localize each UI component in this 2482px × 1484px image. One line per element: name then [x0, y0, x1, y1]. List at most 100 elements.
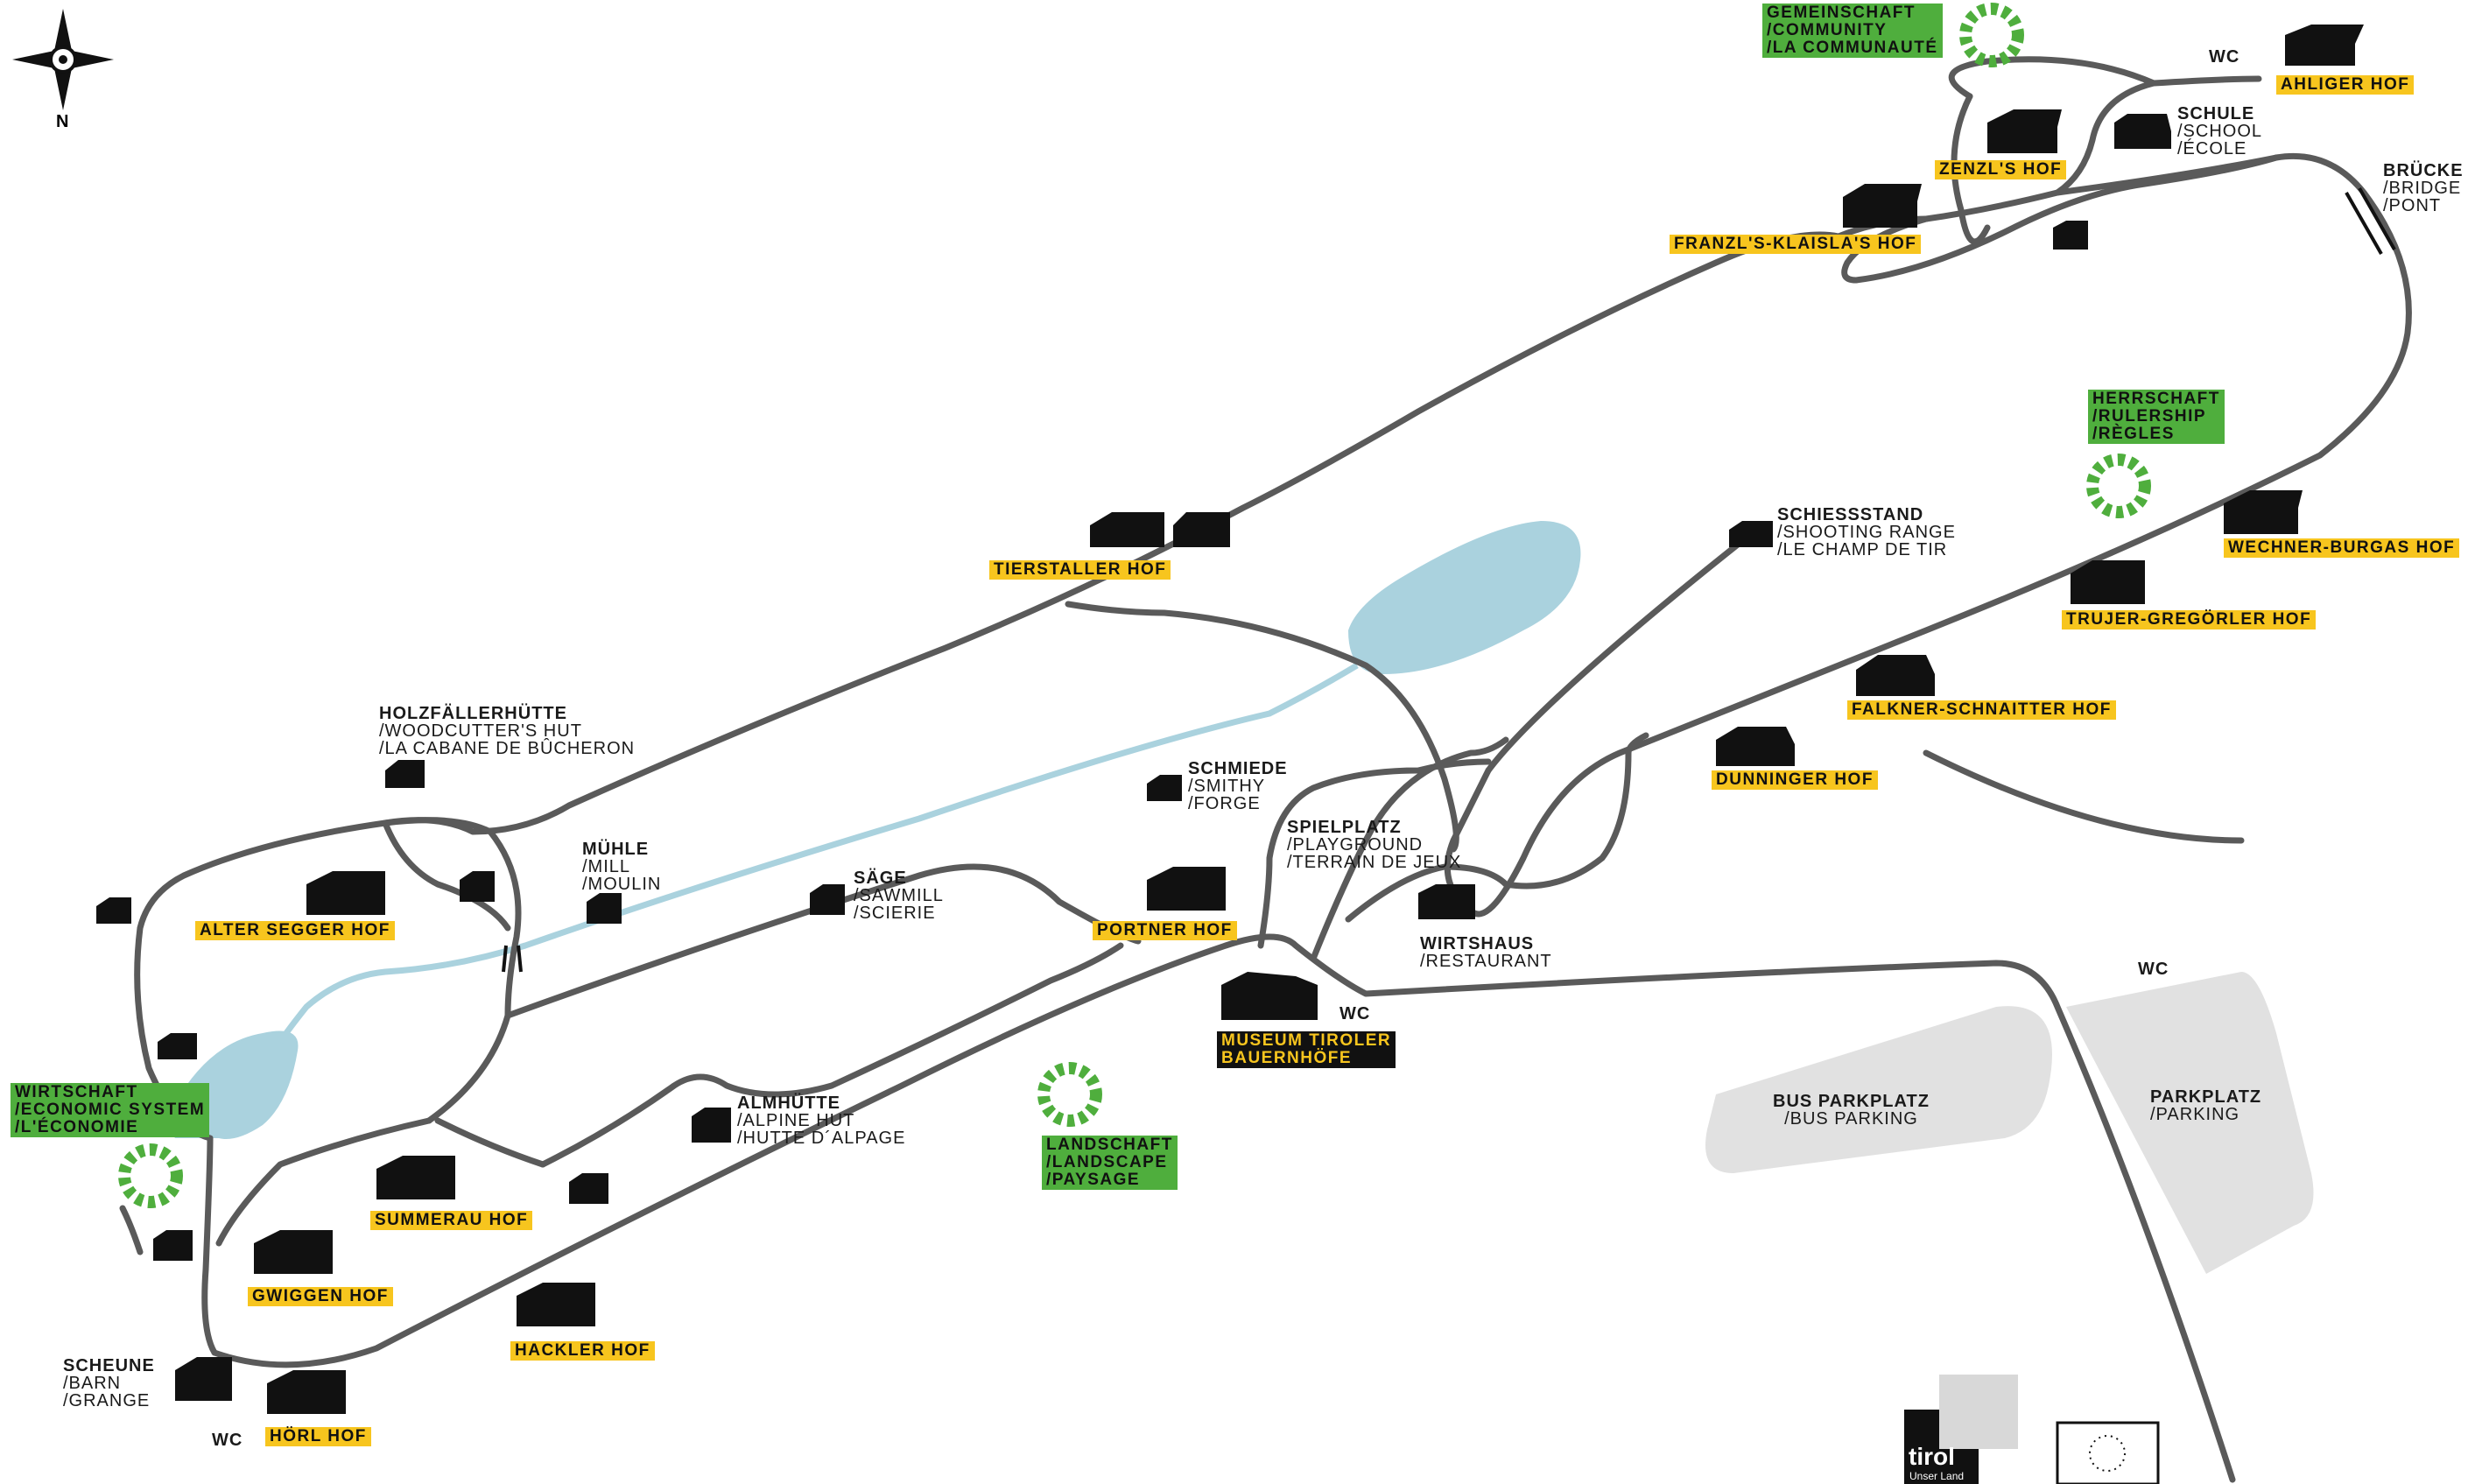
place-barn-line-2: /GRANGE	[63, 1391, 151, 1410]
wc-label-top[interactable]: WC	[2209, 48, 2239, 66]
gwiggen-house-icon	[254, 1230, 333, 1274]
place-sawmill-line-1: /SAWMILL	[854, 886, 944, 905]
wc-text-4: WC	[212, 1431, 243, 1450]
farm-tag-trujer[interactable]: TRUJER-GREGÖRLER HOF	[2062, 610, 2317, 629]
theme-landscape-line-3: /PAYSAGE	[1046, 1171, 1141, 1189]
place-barn-line-1: /BARN	[63, 1374, 122, 1393]
place-school-line-2: /ÉCOLE	[2177, 139, 2247, 158]
hackler-house-icon	[517, 1283, 595, 1326]
theme-economy-line-1: WIRTSCHAFT	[15, 1083, 138, 1101]
place-busparking-line-1: /BUS PARKING	[1784, 1109, 1918, 1129]
farm-tag-alter-segger[interactable]: ALTER SEGGER HOF	[195, 921, 395, 940]
place-school-line-1: /SCHOOL	[2177, 122, 2263, 141]
place-bridge-line-1: /BRIDGE	[2383, 179, 2462, 198]
farm-tag-wechner[interactable]: WECHNER-BURGAS HOF	[2224, 538, 2460, 558]
place-woodcutter-title: HOLZFÄLLERHÜTTE	[379, 704, 567, 723]
theme-community-line-3: /LA COMMUNAUTÉ	[1767, 39, 1938, 57]
farm-tag-ahliger[interactable]: AHLIGER HOF	[2276, 75, 2415, 95]
small-house-icon-3	[158, 1033, 197, 1059]
wechner-house-icon	[2224, 490, 2303, 534]
upper-lake	[1348, 521, 1581, 674]
theme-economy-line-3: /L'ÉCONOMIE	[15, 1118, 139, 1136]
mill-icon	[460, 871, 622, 924]
theme-tag-landscape[interactable]: LANDSCHAFT /LANDSCAPE /PAYSAGE	[1042, 1136, 1178, 1190]
place-playground[interactable]: SPIELPLATZ /PLAYGROUND /TERRAIN DE JEUX	[1287, 819, 1461, 871]
theme-rulership-line-1: HERRSCHAFT	[2092, 390, 2220, 408]
wc-label-bottom[interactable]: WC	[212, 1431, 243, 1449]
place-smithy-line-1: /SMITHY	[1188, 777, 1266, 796]
barn-icon	[175, 1357, 232, 1401]
place-busparking-title: BUS PARKPLATZ	[1773, 1092, 1930, 1111]
place-shooting-line-1: /SHOOTING RANGE	[1777, 523, 1956, 542]
place-busparking[interactable]: BUS PARKPLATZ /BUS PARKING	[1773, 1093, 1930, 1128]
place-shooting-line-2: /LE CHAMP DE TIR	[1777, 540, 1948, 559]
place-restaurant[interactable]: WIRTSHAUS /RESTAURANT	[1420, 935, 1552, 970]
farm-tag-dunninger[interactable]: DUNNINGER HOF	[1712, 770, 1878, 790]
wc-label-parking[interactable]: WC	[2138, 960, 2169, 978]
theme-tag-economy[interactable]: WIRTSCHAFT /ECONOMIC SYSTEM /L'ÉCONOMIE	[11, 1083, 210, 1137]
place-shooting[interactable]: SCHIESSSTAND /SHOOTING RANGE /LE CHAMP D…	[1777, 506, 1956, 559]
place-sawmill-title: SÄGE	[854, 869, 907, 888]
farm-tag-gwiggen[interactable]: GWIGGEN HOF	[248, 1287, 393, 1306]
theme-economy-line-2: /ECONOMIC SYSTEM	[15, 1101, 206, 1119]
farm-tag-franzl[interactable]: FRANZL'S-KLAISLA'S HOF	[1670, 235, 1922, 254]
place-bridge[interactable]: BRÜCKE /BRIDGE /PONT	[2383, 162, 2464, 215]
farm-tag-hoerl[interactable]: HÖRL HOF	[265, 1427, 371, 1446]
small-house-icon-4	[569, 1173, 608, 1204]
place-mill[interactable]: MÜHLE /MILL /MOULIN	[582, 840, 661, 893]
farm-tag-summerau[interactable]: SUMMERAU HOF	[370, 1211, 533, 1230]
restaurant-icon	[1418, 884, 1475, 919]
place-mill-line-1: /MILL	[582, 857, 631, 876]
tierstaller-house-icon	[1090, 512, 1230, 547]
theme-rulership-line-3: /RÈGLES	[2092, 425, 2175, 443]
theme-landscape-line-2: /LANDSCAPE	[1046, 1153, 1168, 1171]
place-mill-line-2: /MOULIN	[582, 875, 662, 894]
farm-tag-tierstaller[interactable]: TIERSTALLER HOF	[989, 560, 1171, 580]
theme-tag-rulership[interactable]: HERRSCHAFT /RULERSHIP /RÈGLES	[2088, 390, 2225, 444]
wc-text-1: WC	[2209, 47, 2240, 67]
farm-tag-portner[interactable]: PORTNER HOF	[1093, 921, 1237, 940]
bus-parking-area	[1705, 1006, 2052, 1173]
compass-icon	[12, 9, 114, 110]
place-barn[interactable]: SCHEUNE /BARN /GRANGE	[63, 1357, 155, 1410]
museum-building-icon	[1221, 972, 1318, 1020]
wc-text-3: WC	[2138, 960, 2169, 979]
place-smithy-line-2: /FORGE	[1188, 794, 1261, 813]
farm-tag-hackler[interactable]: HACKLER HOF	[510, 1341, 655, 1361]
compass-north-label: N	[56, 112, 69, 131]
sawmill-icon	[810, 884, 845, 915]
ahliger-house-icon	[2285, 25, 2364, 66]
zenzl-house-icon	[1987, 109, 2062, 153]
place-smithy[interactable]: SCHMIEDE /SMITHY /FORGE	[1188, 760, 1288, 812]
place-smithy-title: SCHMIEDE	[1188, 759, 1288, 778]
museum-line-2: BAUERNHÖFE	[1221, 1049, 1353, 1067]
place-alpine[interactable]: ALMHÜTTE /ALPINE HUT /HUTTE D´ALPAGE	[737, 1094, 905, 1147]
theme-landscape-line-1: LANDSCHAFT	[1046, 1136, 1173, 1154]
wc-label-museum[interactable]: WC	[1339, 1005, 1370, 1023]
place-woodcutter[interactable]: HOLZFÄLLERHÜTTE /WOODCUTTER'S HUT /LA CA…	[379, 705, 635, 757]
alpine-hut-icon	[692, 1108, 731, 1143]
tirol-logo-subtext: Unser Land	[1909, 1470, 1965, 1482]
theme-tag-community[interactable]: GEMEINSCHAFT /COMMUNITY /LA COMMUNAUTÉ	[1762, 4, 1943, 58]
place-sawmill[interactable]: SÄGE /SAWMILL /SCIERIE	[854, 869, 944, 922]
farm-tag-zenzl[interactable]: ZENZL'S HOF	[1935, 160, 2067, 179]
place-school[interactable]: SCHULE /SCHOOL /ÉCOLE	[2177, 105, 2262, 158]
place-parking-title: PARKPLATZ	[2150, 1087, 2262, 1107]
place-playground-title: SPIELPLATZ	[1287, 818, 1402, 837]
trujer-house-icon	[2071, 560, 2145, 604]
place-parking-line-1: /PARKING	[2150, 1105, 2240, 1124]
landscape-ring-icon	[1037, 1062, 1102, 1127]
place-woodcutter-line-1: /WOODCUTTER'S HUT	[379, 721, 582, 741]
place-bridge-line-2: /PONT	[2383, 196, 2442, 215]
museum-tag[interactable]: MUSEUM TIROLER BAUERNHÖFE	[1217, 1031, 1396, 1068]
place-playground-line-1: /PLAYGROUND	[1287, 835, 1424, 855]
place-restaurant-line-1: /RESTAURANT	[1420, 952, 1552, 971]
economy-ring-icon	[118, 1143, 183, 1208]
place-alpine-title: ALMHÜTTE	[737, 1094, 840, 1113]
farm-tag-falkner[interactable]: FALKNER-SCHNAITTER HOF	[1847, 700, 2116, 720]
theme-rulership-line-2: /RULERSHIP	[2092, 407, 2207, 426]
smithy-icon	[1147, 775, 1182, 801]
bridges	[502, 187, 2396, 973]
portner-house-icon	[1147, 867, 1226, 911]
place-parking[interactable]: PARKPLATZ /PARKING	[2150, 1088, 2261, 1123]
